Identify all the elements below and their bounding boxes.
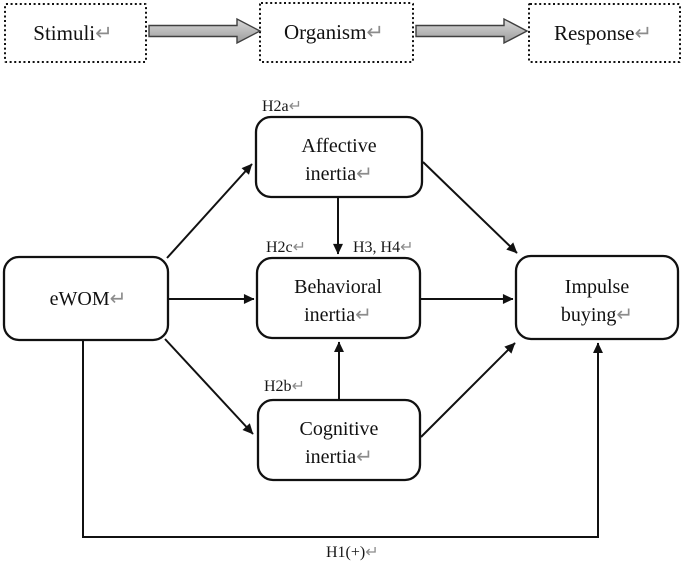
return-mark-icon: ↵: [366, 20, 384, 44]
h2b-text: H2b: [264, 378, 292, 395]
response-box: [528, 3, 681, 63]
cognitive-inertia-label-line2: inertia↵: [305, 446, 373, 468]
stimuli-to-organism-block-arrow-icon: [148, 17, 262, 45]
h2a-text: H2a: [262, 98, 289, 115]
cognitive-inertia-box: [256, 398, 422, 482]
return-mark-icon: ↵: [400, 239, 413, 256]
cognitive-inertia-label-line1: Cognitive: [300, 418, 379, 440]
affective-inertia-label-line2: inertia↵: [305, 163, 373, 185]
impulse-text: Impulse: [565, 276, 630, 298]
return-mark-icon: ↵: [293, 239, 306, 256]
response-text: Response: [554, 21, 635, 45]
return-mark-icon: ↵: [356, 163, 373, 185]
response-label: Response↵: [554, 21, 652, 45]
ewom-to-impulse-h1-arrow: [82, 340, 603, 538]
behavioral-inertia-label-line2: inertia↵: [304, 304, 372, 326]
stimuli-label: Stimuli↵: [33, 21, 112, 45]
behavioral-inertia-label-line1: Behavioral: [294, 276, 382, 298]
organism-box: [259, 2, 414, 63]
h2b-label: H2b↵: [264, 378, 305, 395]
h2c-label: H2c↵: [266, 239, 306, 256]
impulse-buying-label-line1: Impulse: [565, 276, 630, 298]
stimuli-box: [4, 3, 147, 63]
return-mark-icon: ↵: [95, 21, 113, 45]
ewom-label: eWOM↵: [50, 288, 127, 310]
impulse-buying-text: buying: [561, 304, 617, 326]
h1-text: H1(+): [326, 544, 365, 561]
affective-to-impulse-arrow: [422, 161, 518, 254]
hypothesis-labels: H2a↵ H2c↵ H3, H4↵ H2b↵ H1(+)↵: [262, 98, 414, 561]
return-mark-icon: ↵: [110, 288, 127, 310]
organism-text: Organism: [284, 20, 366, 44]
ewom-to-affective-arrow: [166, 163, 253, 259]
h3-h4-label: H3, H4↵: [353, 239, 414, 256]
cognitive-text: Cognitive: [300, 418, 379, 440]
affective-inertia-text: inertia: [305, 163, 356, 185]
return-mark-icon: ↵: [355, 304, 372, 326]
behavioral-text: Behavioral: [294, 276, 382, 298]
impulse-buying-label-line2: buying↵: [561, 304, 633, 326]
return-mark-icon: ↵: [292, 378, 305, 395]
cognitive-to-impulse-arrow: [420, 342, 516, 438]
organism-to-response-block-arrow-icon: [415, 17, 529, 45]
h1-label: H1(+)↵: [326, 544, 379, 561]
impulse-buying-box: [514, 254, 680, 341]
return-mark-icon: ↵: [356, 446, 373, 468]
behavioral-inertia-text: inertia: [304, 304, 355, 326]
ewom-to-cognitive-arrow: [164, 338, 254, 435]
affective-inertia-label-line1: Affective: [301, 135, 376, 157]
return-mark-icon: ↵: [365, 544, 378, 561]
h2a-label: H2a↵: [262, 98, 302, 115]
stimuli-text: Stimuli: [33, 21, 95, 45]
h2c-text: H2c: [266, 239, 293, 256]
h3-h4-text: H3, H4: [353, 239, 400, 256]
organism-label: Organism↵: [284, 20, 384, 44]
model-nodes: eWOM↵ Affective inertia↵ Behavioral iner…: [2, 115, 680, 482]
return-mark-icon: ↵: [616, 304, 633, 326]
ewom-text: eWOM: [50, 288, 110, 310]
ewom-box: [2, 255, 170, 342]
behavioral-inertia-box: [255, 256, 422, 340]
affective-text: Affective: [301, 135, 376, 157]
model-edges: [82, 161, 603, 538]
sor-row: Stimuli↵ Organism↵ Response↵: [4, 2, 681, 63]
return-mark-icon: ↵: [634, 21, 652, 45]
return-mark-icon: ↵: [289, 98, 302, 115]
cognitive-inertia-text: inertia: [305, 446, 356, 468]
affective-inertia-box: [254, 115, 424, 199]
